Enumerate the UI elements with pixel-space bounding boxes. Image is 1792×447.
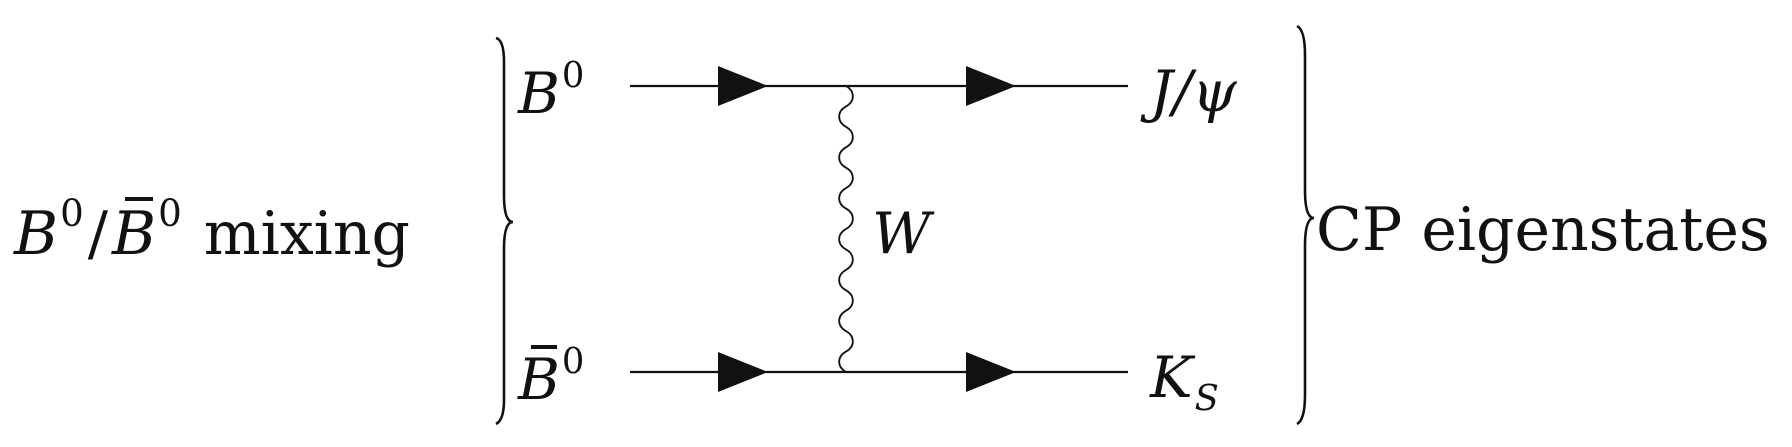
bottom-in-label: B0 xyxy=(518,343,584,413)
top-out-label: J/ψ xyxy=(1150,59,1237,125)
bottom-in-sup: 0 xyxy=(561,340,585,382)
top-in-symbol: B xyxy=(518,61,560,127)
mixing-b-sup: 0 xyxy=(60,191,84,236)
right-brace xyxy=(1296,24,1315,426)
mixing-slash: / xyxy=(87,199,108,269)
top-in-sup: 0 xyxy=(561,54,585,96)
bottom-out-label: KS xyxy=(1150,350,1219,417)
w-boson-propagator xyxy=(838,85,854,373)
top-in-label: B0 xyxy=(518,57,584,123)
mixing-b: B xyxy=(14,199,59,269)
mixing-bbar-sup: 0 xyxy=(158,191,182,236)
bottom-out-sub: S xyxy=(1194,378,1219,420)
bottom-out-symbol: K xyxy=(1150,345,1193,411)
bottom-in-arrow xyxy=(718,352,768,392)
w-label: W xyxy=(872,201,931,267)
top-out-arrow xyxy=(966,66,1016,106)
cp-eigenstates-label: CP eigenstates xyxy=(1316,195,1770,265)
mixing-bbar: B xyxy=(111,197,157,269)
top-in-arrow xyxy=(718,66,768,106)
bottom-out-arrow xyxy=(966,352,1016,392)
bottom-in-symbol: B xyxy=(518,345,560,413)
mixing-word: mixing xyxy=(203,199,410,269)
left-brace xyxy=(495,36,514,426)
